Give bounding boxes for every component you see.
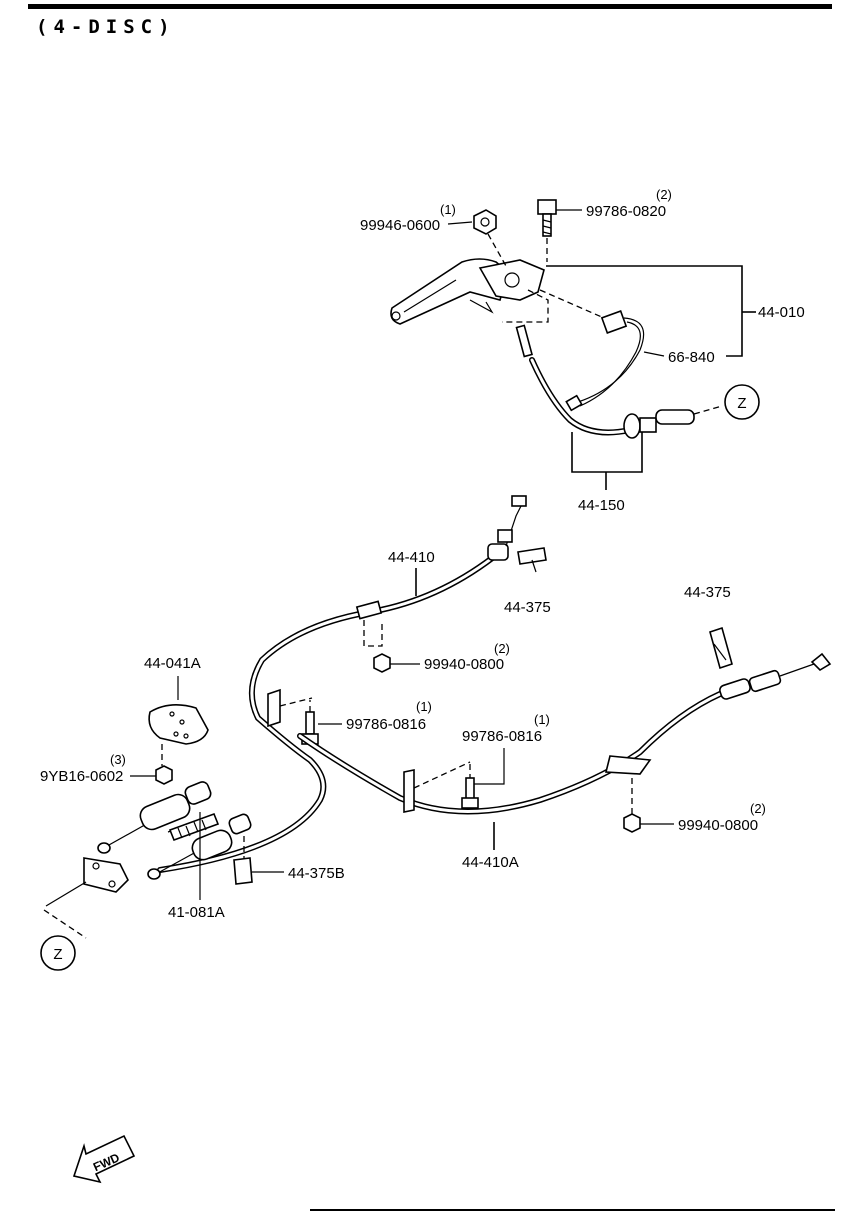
label-44-375B: 44-375B <box>288 865 345 882</box>
rear-cable-left-44-410 <box>157 495 527 873</box>
clip-44-375-mid <box>517 547 547 573</box>
cable-boots-41-081A <box>97 781 252 900</box>
nut-99940-0800-upper <box>373 653 420 673</box>
top-rule <box>28 4 832 9</box>
bottom-rule <box>310 1209 835 1211</box>
label-99786-0816-left: 99786-0816 <box>346 716 426 733</box>
label-41-081A: 41-081A <box>168 904 225 921</box>
label-44-041A: 44-041A <box>144 655 201 672</box>
label-99940-0800-lower: 99940-0800 <box>678 817 758 834</box>
bolt-99786-0820 <box>537 199 582 237</box>
equalizer-cover-44-041A <box>148 676 209 745</box>
label-99946-0600: 99946-0600 <box>360 217 440 234</box>
qty-9YB16-0602: (3) <box>110 752 126 767</box>
rear-cable-right-44-410A <box>297 652 832 815</box>
parking-brake-lever <box>390 258 545 325</box>
fwd-arrow-icon: FWD <box>72 1134 136 1184</box>
qty-99940-0800-upper: (2) <box>494 641 510 656</box>
qty-99786-0820: (2) <box>656 187 672 202</box>
front-cable-44-150 <box>515 324 695 439</box>
qty-99786-0816-right: (1) <box>534 712 550 727</box>
qty-99946-0600: (1) <box>440 202 456 217</box>
label-99786-0820: 99786-0820 <box>586 203 666 220</box>
nut-99940-0800-lower <box>623 778 674 833</box>
label-66-840: 66-840 <box>668 349 715 366</box>
label-44-410: 44-410 <box>388 549 435 566</box>
equalizer-bracket <box>45 857 129 907</box>
bracket-bolt-99786-0816-left <box>267 688 342 745</box>
nut-99946-0600 <box>447 209 497 235</box>
label-44-410A: 44-410A <box>462 854 519 871</box>
qty-99786-0816-left: (1) <box>416 699 432 714</box>
z-callout-top: Z <box>724 384 760 420</box>
clip-44-375B <box>233 836 284 885</box>
clip-44-375-right <box>709 626 733 670</box>
svg-text:Z: Z <box>53 946 62 963</box>
label-44-150: 44-150 <box>578 497 625 514</box>
bracket-bolt-99786-0816-right <box>403 748 505 813</box>
z-callout-bottom: Z <box>40 935 76 971</box>
svg-text:FWD: FWD <box>91 1150 122 1174</box>
page-header: (4-DISC) <box>36 16 176 38</box>
nut-9YB16-0602 <box>130 765 173 785</box>
label-9YB16-0602: 9YB16-0602 <box>40 768 123 785</box>
label-44-375-right: 44-375 <box>684 584 731 601</box>
label-99940-0800-upper: 99940-0800 <box>424 656 504 673</box>
label-44-010: 44-010 <box>758 304 805 321</box>
svg-text:Z: Z <box>737 395 746 412</box>
label-99786-0816-right: 99786-0816 <box>462 728 542 745</box>
qty-99940-0800-lower: (2) <box>750 801 766 816</box>
label-44-375-mid: 44-375 <box>504 599 551 616</box>
brake-switch-66-840 <box>565 310 665 412</box>
